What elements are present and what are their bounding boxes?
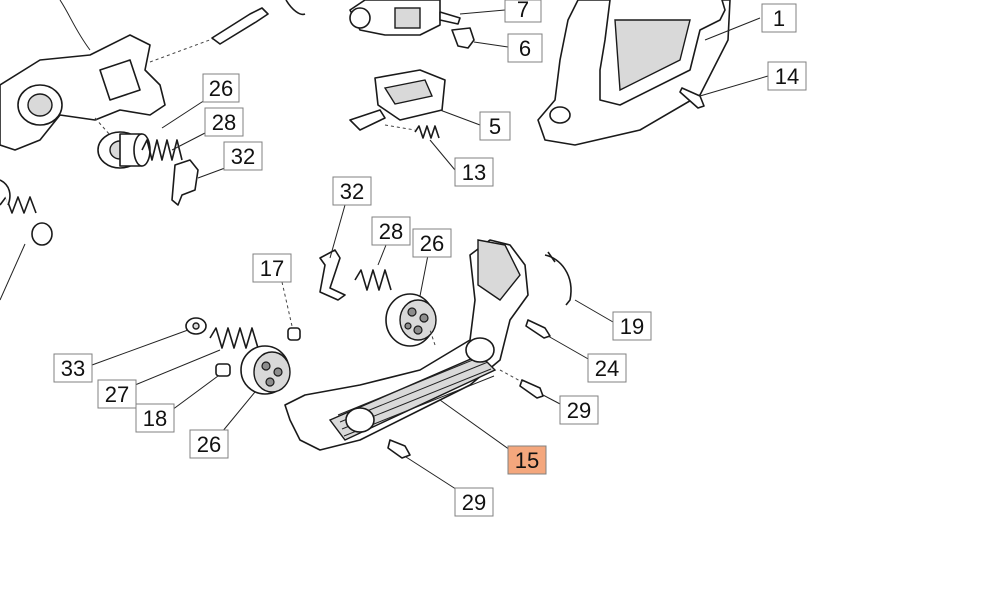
callout-18: 18 [135, 403, 175, 433]
callout-13: 13 [454, 157, 494, 187]
svg-text:26: 26 [197, 432, 221, 457]
pin-24 [525, 319, 591, 361]
svg-text:32: 32 [340, 179, 364, 204]
svg-text:5: 5 [489, 114, 501, 139]
handle-lever-15 [284, 239, 529, 451]
handle-frame-1 [537, 0, 761, 146]
callout-5: 5 [479, 111, 511, 141]
clip-32-middle [319, 204, 346, 301]
callout-28-upper: 28 [204, 107, 244, 137]
svg-text:28: 28 [212, 110, 236, 135]
washer-33 [91, 317, 207, 366]
bushing-26-middle [385, 254, 437, 347]
pivot-rod [211, 0, 306, 45]
callout-32-middle: 32 [332, 176, 372, 206]
callout-29-right: 29 [559, 395, 599, 425]
catch-housing-5 [349, 69, 481, 131]
svg-text:15: 15 [515, 448, 539, 473]
callout-24: 24 [587, 353, 627, 383]
callout-29-bottom: 29 [454, 487, 494, 517]
svg-text:6: 6 [519, 36, 531, 61]
callout-26-upper: 26 [202, 73, 240, 103]
svg-text:1: 1 [773, 6, 785, 31]
callout-17: 17 [252, 253, 292, 283]
svg-text:26: 26 [209, 76, 233, 101]
dash-hinge-to-rod [149, 37, 216, 63]
svg-text:26: 26 [420, 231, 444, 256]
callout-26-middle: 26 [412, 228, 452, 258]
callout-32-upper: 32 [223, 141, 263, 171]
bushing-26-lower [221, 345, 291, 433]
callout-27: 27 [97, 379, 137, 409]
svg-text:19: 19 [620, 314, 644, 339]
callout-28-middle: 28 [371, 216, 411, 246]
callout-14: 14 [767, 61, 807, 91]
spacer-17 [281, 281, 301, 341]
svg-text:24: 24 [595, 356, 619, 381]
svg-text:32: 32 [231, 144, 255, 169]
knob-6 [451, 27, 509, 49]
screw-29-bottom [387, 439, 463, 494]
callout-19: 19 [612, 311, 652, 341]
spring-27 [134, 327, 259, 386]
spring-28-middle [354, 244, 392, 291]
spring-clip-19 [544, 251, 614, 323]
screw-14 [679, 75, 769, 109]
dash-hinge-to-bushing [94, 117, 111, 136]
nut-18 [171, 363, 231, 411]
svg-text:33: 33 [61, 356, 85, 381]
spring-28-upper [141, 139, 183, 161]
svg-text:14: 14 [775, 64, 799, 89]
latch-assembly-7 [349, 0, 461, 36]
left-edge-spring [0, 179, 53, 301]
svg-text:7: 7 [517, 0, 529, 22]
spring-13 [414, 125, 456, 171]
callout-6: 6 [507, 33, 543, 63]
clip-32-upper [171, 159, 199, 206]
callout-15-highlighted[interactable]: 15 [507, 445, 547, 475]
dash-housing-to-spring [384, 124, 416, 131]
callout-26-lower: 26 [189, 429, 229, 459]
upper-left-hinge-bracket [0, 0, 166, 151]
screw-29-right [499, 369, 563, 406]
svg-text:13: 13 [462, 160, 486, 185]
svg-text:29: 29 [462, 490, 486, 515]
svg-text:28: 28 [379, 219, 403, 244]
svg-text:17: 17 [260, 256, 284, 281]
svg-text:29: 29 [567, 398, 591, 423]
callout-33: 33 [53, 353, 93, 383]
svg-text:18: 18 [143, 406, 167, 431]
dash-lever-to-bushing [429, 329, 436, 346]
callout-1: 1 [761, 3, 797, 33]
callout-7: 7 [459, 0, 542, 23]
svg-text:27: 27 [105, 382, 129, 407]
